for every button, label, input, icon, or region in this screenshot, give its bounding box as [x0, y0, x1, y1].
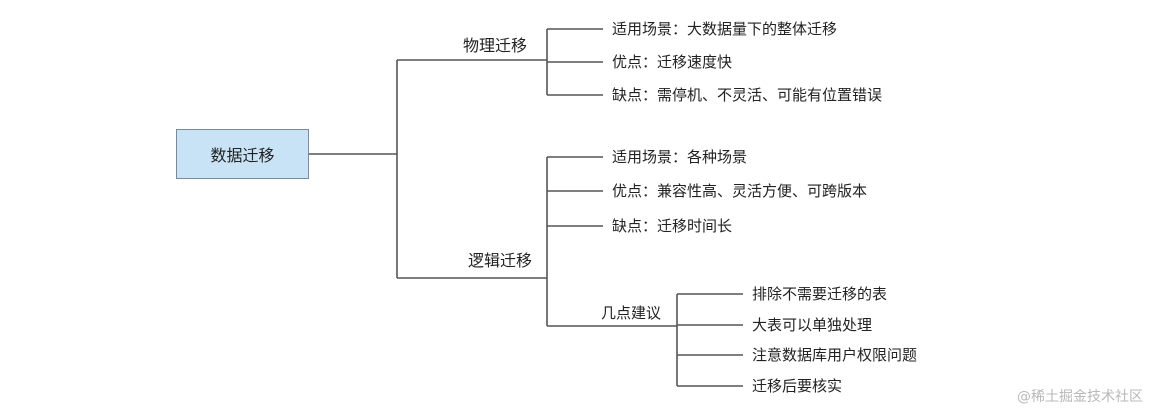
- suggestion-item: 迁移后要核实: [752, 377, 843, 395]
- watermark: @稀土掘金技术社区: [1017, 389, 1143, 405]
- physical-item-cons: 缺点：需停机、不灵活、可能有位置错误: [612, 86, 883, 104]
- suggestion-item: 注意数据库用户权限问题: [752, 346, 918, 364]
- logical-item-pros: 优点：兼容性高、灵活方便、可跨版本: [612, 182, 868, 200]
- suggestion-item: 大表可以单独处理: [752, 316, 873, 334]
- branch-physical-label: 物理迁移: [463, 36, 528, 55]
- branch-logical-label: 逻辑迁移: [468, 251, 533, 270]
- physical-item-pros: 优点：迁移速度快: [612, 53, 733, 71]
- logical-item-scenario: 适用场景：各种场景: [612, 148, 748, 166]
- physical-item-scenario: 适用场景：大数据量下的整体迁移: [612, 20, 838, 38]
- logical-item-cons: 缺点：迁移时间长: [612, 217, 733, 235]
- root-node: 数据迁移: [176, 129, 309, 179]
- root-label: 数据迁移: [210, 146, 275, 165]
- suggestions-label: 几点建议: [601, 304, 662, 322]
- suggestion-item: 排除不需要迁移的表: [752, 285, 888, 303]
